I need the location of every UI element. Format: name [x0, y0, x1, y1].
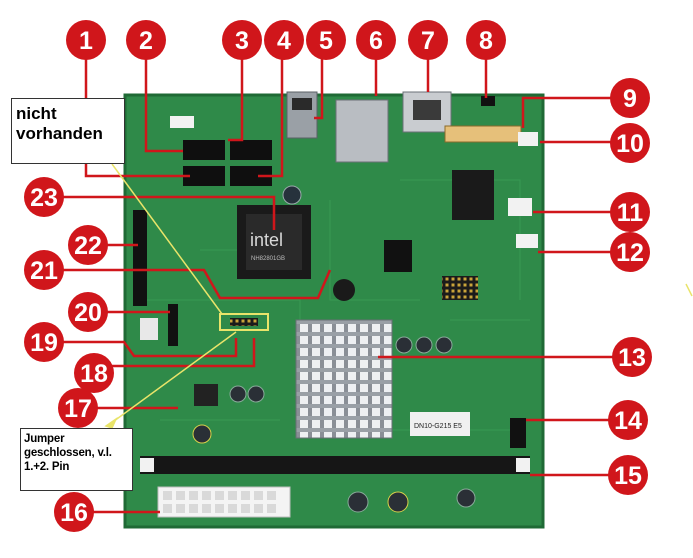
pin-header-9	[444, 125, 522, 143]
svg-text:10: 10	[616, 130, 644, 158]
heatsink	[295, 319, 393, 439]
svg-text:20: 20	[74, 299, 102, 327]
svg-text:5: 5	[319, 27, 333, 55]
callout-15: 15	[608, 455, 648, 495]
callout-1: 1	[66, 20, 106, 60]
svg-text:1: 1	[79, 27, 93, 55]
svg-text:12: 12	[616, 239, 644, 267]
connector-14	[510, 418, 526, 448]
note-leaders	[104, 163, 693, 429]
callout-9: 9	[610, 78, 650, 118]
svg-text:17: 17	[64, 395, 92, 423]
note-not-present: nicht vorhanden	[11, 98, 125, 164]
callout-13: 13	[612, 337, 652, 377]
svg-text:21: 21	[30, 257, 58, 285]
callout-7: 7	[408, 20, 448, 60]
note-jumper: Jumper geschlossen, v.l. 1.+2. Pin	[20, 428, 133, 491]
io-chip	[452, 170, 494, 220]
chip-brand: intel	[250, 230, 283, 250]
note-bottom-line1: Jumper	[24, 433, 65, 445]
svg-text:9: 9	[623, 85, 637, 113]
svg-text:2: 2	[139, 27, 153, 55]
note-bottom-line3: 1.+2. Pin	[24, 461, 70, 473]
callout-17: 17	[58, 388, 98, 428]
callout-20: 20	[68, 292, 108, 332]
small-header-top	[170, 116, 194, 128]
model-sticker	[410, 412, 470, 436]
jumper-highlight	[219, 313, 269, 331]
leader-lines	[62, 55, 618, 514]
connector-10	[518, 132, 538, 146]
buzzer	[333, 279, 355, 301]
sata-port-3	[183, 166, 225, 186]
inductor	[194, 384, 218, 406]
motherboard: intel NH82801GB DN10-G215 E5	[123, 91, 545, 529]
svg-text:22: 22	[74, 232, 102, 260]
ide-header-22	[133, 210, 147, 306]
callout-4: 4	[264, 20, 304, 60]
svg-text:15: 15	[614, 462, 642, 490]
svg-text:23: 23	[30, 184, 58, 212]
svg-text:3: 3	[235, 27, 249, 55]
callout-10: 10	[610, 123, 650, 163]
svg-text:7: 7	[421, 27, 435, 55]
callout-18: 18	[74, 353, 114, 393]
connector-20	[168, 304, 178, 346]
callout-12: 12	[610, 232, 650, 272]
capacitor-top	[282, 185, 302, 205]
note-top-line1: nicht	[16, 104, 57, 123]
callout-11: 11	[610, 192, 650, 232]
callout-2: 2	[126, 20, 166, 60]
callout-8: 8	[466, 20, 506, 60]
svg-text:8: 8	[479, 27, 493, 55]
svg-text:16: 16	[60, 499, 88, 527]
callout-6: 6	[356, 20, 396, 60]
callout-23: 23	[24, 177, 64, 217]
svg-text:18: 18	[80, 360, 108, 388]
svg-text:6: 6	[369, 27, 383, 55]
svg-text:4: 4	[277, 27, 291, 55]
callout-19: 19	[24, 322, 64, 362]
small-chip	[384, 240, 412, 272]
battery-holder	[140, 318, 158, 340]
memory-slot	[140, 456, 530, 474]
sata-port-2	[230, 140, 272, 160]
svg-text:11: 11	[617, 199, 644, 227]
svg-text:14: 14	[614, 407, 642, 435]
callout-14: 14	[608, 400, 648, 440]
power-connector-11	[508, 198, 532, 216]
callout-22: 22	[68, 225, 108, 265]
model-label: DN10-G215 E5	[414, 423, 462, 430]
callout-16: 16	[54, 492, 94, 532]
callout-21: 21	[24, 250, 64, 290]
audio-jack	[481, 96, 495, 106]
sata-port-1	[183, 140, 225, 160]
callouts: 1 2 3 4 5 6 7 8 9 10 11 12 13 14 15 16 1…	[24, 20, 652, 532]
pin-field	[442, 276, 478, 300]
sata-port-4	[230, 166, 272, 186]
svg-text:19: 19	[30, 329, 58, 357]
note-top-line2: vorhanden	[16, 124, 103, 143]
svg-text:13: 13	[618, 344, 646, 372]
lan-port	[335, 99, 389, 163]
note-bottom-line2: geschlossen, v.l.	[24, 447, 112, 459]
connector-12	[516, 234, 538, 248]
callout-3: 3	[222, 20, 262, 60]
callout-5: 5	[306, 20, 346, 60]
chip-subtext: NH82801GB	[251, 256, 285, 262]
